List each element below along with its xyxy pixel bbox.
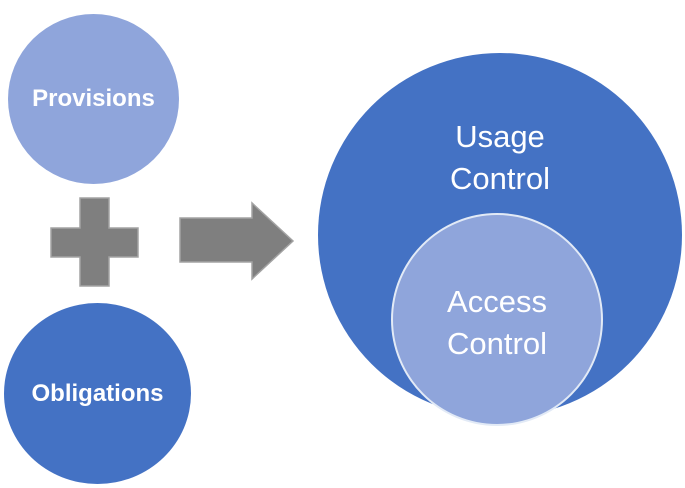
provisions-circle: Provisions: [8, 14, 179, 184]
usage-control-label: Usage Control: [318, 116, 682, 200]
access-control-label: Access Control: [391, 281, 603, 365]
usage-control-label-line1: Usage: [455, 119, 545, 154]
obligations-circle: Obligations: [4, 303, 191, 484]
access-control-label-line2: Control: [447, 326, 547, 361]
usage-control-label-line2: Control: [450, 161, 550, 196]
access-control-circle: [391, 213, 603, 426]
access-control-label-line1: Access: [447, 284, 547, 319]
provisions-label: Provisions: [32, 85, 155, 112]
plus-icon: [50, 197, 139, 287]
arrow-right-icon: [179, 201, 295, 281]
obligations-label: Obligations: [31, 379, 164, 407]
